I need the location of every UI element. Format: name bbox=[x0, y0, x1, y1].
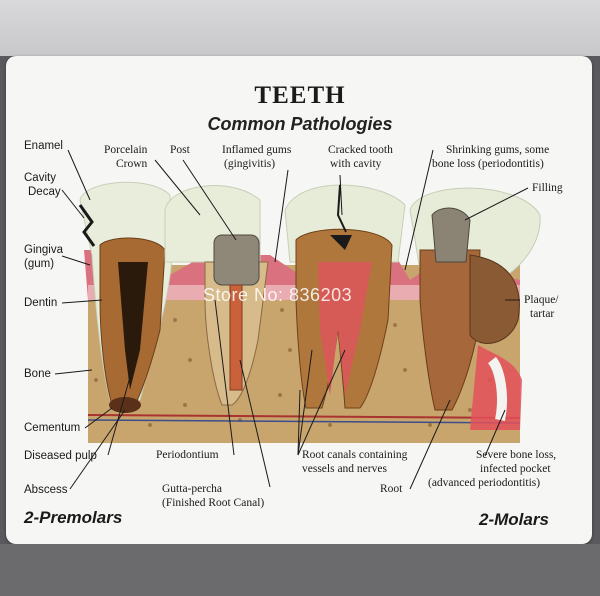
label-finished-root-canal: (Finished Root Canal) bbox=[162, 497, 265, 509]
filling bbox=[431, 207, 471, 263]
label-with-cavity: with cavity bbox=[330, 158, 382, 170]
infected-pocket bbox=[470, 345, 522, 430]
label-post: Post bbox=[170, 144, 190, 156]
abscess bbox=[109, 397, 141, 413]
label-crown: Crown bbox=[116, 158, 148, 170]
background-top bbox=[0, 0, 600, 56]
label-cracked-tooth: Cracked tooth bbox=[328, 144, 393, 156]
label-advanced-periodontitis: (advanced periodontitis) bbox=[428, 477, 541, 489]
label-porcelain: Porcelain bbox=[104, 144, 148, 156]
post bbox=[213, 234, 260, 286]
label-cavity: Cavity bbox=[24, 172, 56, 184]
label-bone-loss: bone loss (periodontitis) bbox=[432, 158, 544, 170]
label-inflamed-gums: Inflamed gums bbox=[222, 144, 292, 156]
page-title: TEETH bbox=[254, 82, 346, 109]
footer-molars: 2-Molars bbox=[479, 510, 549, 529]
crack bbox=[336, 184, 347, 233]
label-severe-bone-loss: Severe bone loss, bbox=[476, 449, 557, 461]
tooth-3-pulp bbox=[318, 262, 372, 395]
label-gingiva: Gingiva bbox=[24, 244, 63, 256]
label-gum: (gum) bbox=[24, 258, 55, 270]
gutta-percha bbox=[229, 284, 243, 391]
plaque-tartar bbox=[469, 254, 520, 344]
label-shrinking-gums: Shrinking gums, some bbox=[446, 144, 550, 156]
page-subtitle: Common Pathologies bbox=[207, 114, 393, 134]
label-gutta-percha: Gutta-percha bbox=[162, 483, 223, 495]
tooth-4-dentin bbox=[419, 249, 481, 411]
nerve-line bbox=[87, 419, 521, 424]
label-root: Root bbox=[380, 483, 403, 495]
background-bottom bbox=[0, 544, 600, 596]
label-diseased-pulp: Diseased pulp bbox=[24, 450, 97, 462]
footer-premolars: 2-Premolars bbox=[24, 508, 123, 527]
label-dentin: Dentin bbox=[24, 297, 58, 309]
label-gingivitis: (gingivitis) bbox=[224, 158, 276, 170]
label-decay: Decay bbox=[28, 186, 61, 198]
label-vessels-nerves: vessels and nerves bbox=[302, 463, 387, 475]
cavity-decay bbox=[78, 204, 96, 247]
label-periodontium: Periodontium bbox=[156, 449, 219, 461]
label-cementum: Cementum bbox=[24, 422, 81, 434]
label-infected-pocket: infected pocket bbox=[480, 463, 551, 475]
store-watermark: Store No: 836203 bbox=[203, 285, 353, 305]
vessel-line bbox=[87, 414, 521, 419]
label-tartar: tartar bbox=[530, 308, 555, 320]
label-enamel: Enamel bbox=[24, 140, 63, 152]
label-root-canals: Root canals containing bbox=[302, 449, 408, 461]
label-plaque: Plaque/ bbox=[524, 294, 559, 306]
pointer-lines bbox=[54, 149, 529, 490]
tooth-4-exposed-root bbox=[487, 356, 507, 421]
tooth-3-cavity bbox=[330, 235, 352, 250]
label-filling: Filling bbox=[532, 182, 563, 194]
tooth-1-diseased-pulp bbox=[118, 262, 148, 390]
label-abscess: Abscess bbox=[24, 484, 68, 496]
label-bone: Bone bbox=[24, 368, 51, 380]
